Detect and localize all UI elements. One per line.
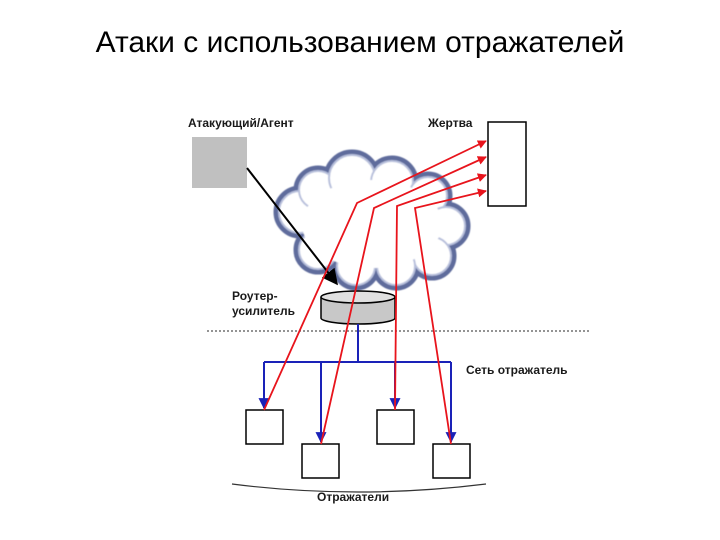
attack-flow-1 (263, 140, 487, 411)
attack-flow-3 (394, 173, 487, 411)
victim-box (487, 121, 527, 207)
attack-flow-4 (413, 188, 487, 445)
network-label: Сеть отражатель (466, 363, 568, 377)
reflector-box (301, 443, 340, 479)
reflector-box (245, 409, 284, 445)
amplifier-router (320, 290, 396, 325)
reflected-attack-flows (263, 140, 487, 445)
reflector-box (432, 443, 471, 479)
slide-title: Атаки с использованием отражателей (95, 26, 625, 59)
attacker-label: Атакующий/Агент (188, 116, 294, 130)
attacker-to-router-arrow (246, 167, 338, 286)
router-label-line2: усилитель (232, 304, 295, 318)
reflector-box (376, 409, 415, 445)
victim-label: Жертва (427, 116, 473, 130)
attack-flow-2 (320, 156, 487, 445)
router-label-line1: Роутер- (232, 289, 278, 303)
reflectors-bracket (231, 483, 487, 493)
attacker-box (192, 137, 247, 188)
reflector-network (258, 324, 457, 444)
reflectors-label: Отражатели (317, 490, 389, 504)
